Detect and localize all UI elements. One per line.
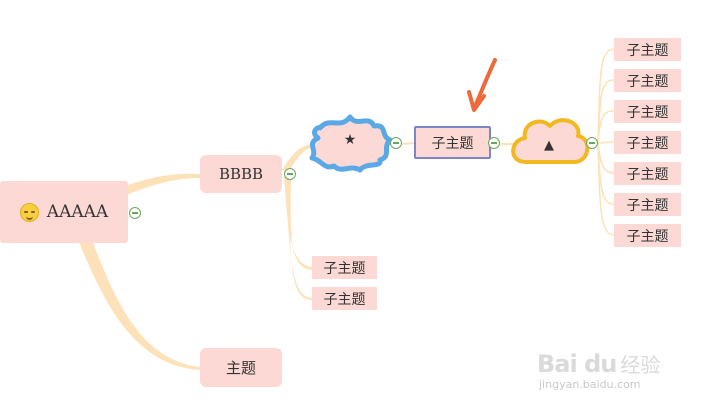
- star-icon[interactable]: ★: [343, 132, 357, 148]
- cloud-child-node[interactable]: 子主题: [614, 131, 681, 154]
- cloud-child-label: 子主题: [626, 135, 669, 152]
- cloud-collapse-toggle[interactable]: [586, 137, 598, 149]
- annotation-arrow: [474, 58, 497, 106]
- root-topic-label: AAAAA: [46, 202, 109, 222]
- branch-child-label: 子主题: [323, 260, 366, 277]
- connector-selected-cloud: [500, 143, 515, 145]
- branch-child-node[interactable]: 子主题: [312, 287, 377, 310]
- star-collapse-toggle[interactable]: [390, 137, 402, 149]
- connector-cloud-children: [597, 48, 615, 236]
- cloud-child-node[interactable]: 子主题: [614, 38, 681, 61]
- selected-subtopic-node[interactable]: 子主题: [414, 126, 491, 159]
- cloud-child-label: 子主题: [626, 197, 669, 214]
- branch-child-node[interactable]: 子主题: [312, 256, 377, 279]
- root-collapse-toggle[interactable]: [129, 207, 141, 219]
- cloud-child-label: 子主题: [626, 166, 669, 183]
- connector-root-topic: [78, 240, 200, 370]
- connector-star-selected: [402, 142, 415, 145]
- branch-label: BBBB: [218, 165, 264, 183]
- cloud-child-node[interactable]: 子主题: [614, 69, 681, 92]
- watermark-cn: 经验: [620, 353, 661, 377]
- branch-node[interactable]: BBBB: [200, 155, 282, 193]
- connector-cloud-child-1: [597, 48, 615, 144]
- branch-child-label: 子主题: [323, 291, 366, 308]
- connector-cloud-child-2: [597, 79, 615, 144]
- watermark-url: jingyan.baidu.com: [539, 378, 641, 391]
- triangle-icon[interactable]: ▲: [544, 138, 554, 153]
- cloud-child-node[interactable]: 子主题: [614, 224, 681, 247]
- topic-label: 主题: [225, 359, 256, 377]
- branch-collapse-toggle[interactable]: [284, 168, 296, 180]
- cloud-child-label: 子主题: [626, 228, 669, 245]
- cloud-child-node[interactable]: 子主题: [614, 100, 681, 123]
- selected-collapse-toggle[interactable]: [488, 137, 500, 149]
- cloud-child-label: 子主题: [626, 104, 669, 121]
- cloud-child-node[interactable]: 子主题: [614, 193, 681, 216]
- selected-subtopic-label: 子主题: [431, 135, 474, 152]
- connector-branch-star: [282, 143, 318, 172]
- cloud-child-node[interactable]: 子主题: [614, 162, 681, 185]
- watermark-logo: Bai du: [537, 350, 617, 378]
- smiley-face-icon: [19, 202, 39, 222]
- topic-node[interactable]: 主题: [200, 348, 282, 387]
- connector-cloud-child-3: [597, 110, 615, 144]
- cloud-child-label: 子主题: [626, 42, 669, 59]
- annotation-arrowhead: [467, 90, 486, 112]
- connector-cloud-child-7: [597, 142, 615, 236]
- connector-branch-leaf-2: [286, 176, 312, 300]
- cloud-child-label: 子主题: [626, 73, 669, 90]
- connector-cloud-child-5: [597, 142, 615, 174]
- star-splash-shape: [309, 114, 393, 173]
- connector-cloud-child-4: [597, 141, 615, 144]
- root-topic-node[interactable]: AAAAA: [0, 181, 128, 243]
